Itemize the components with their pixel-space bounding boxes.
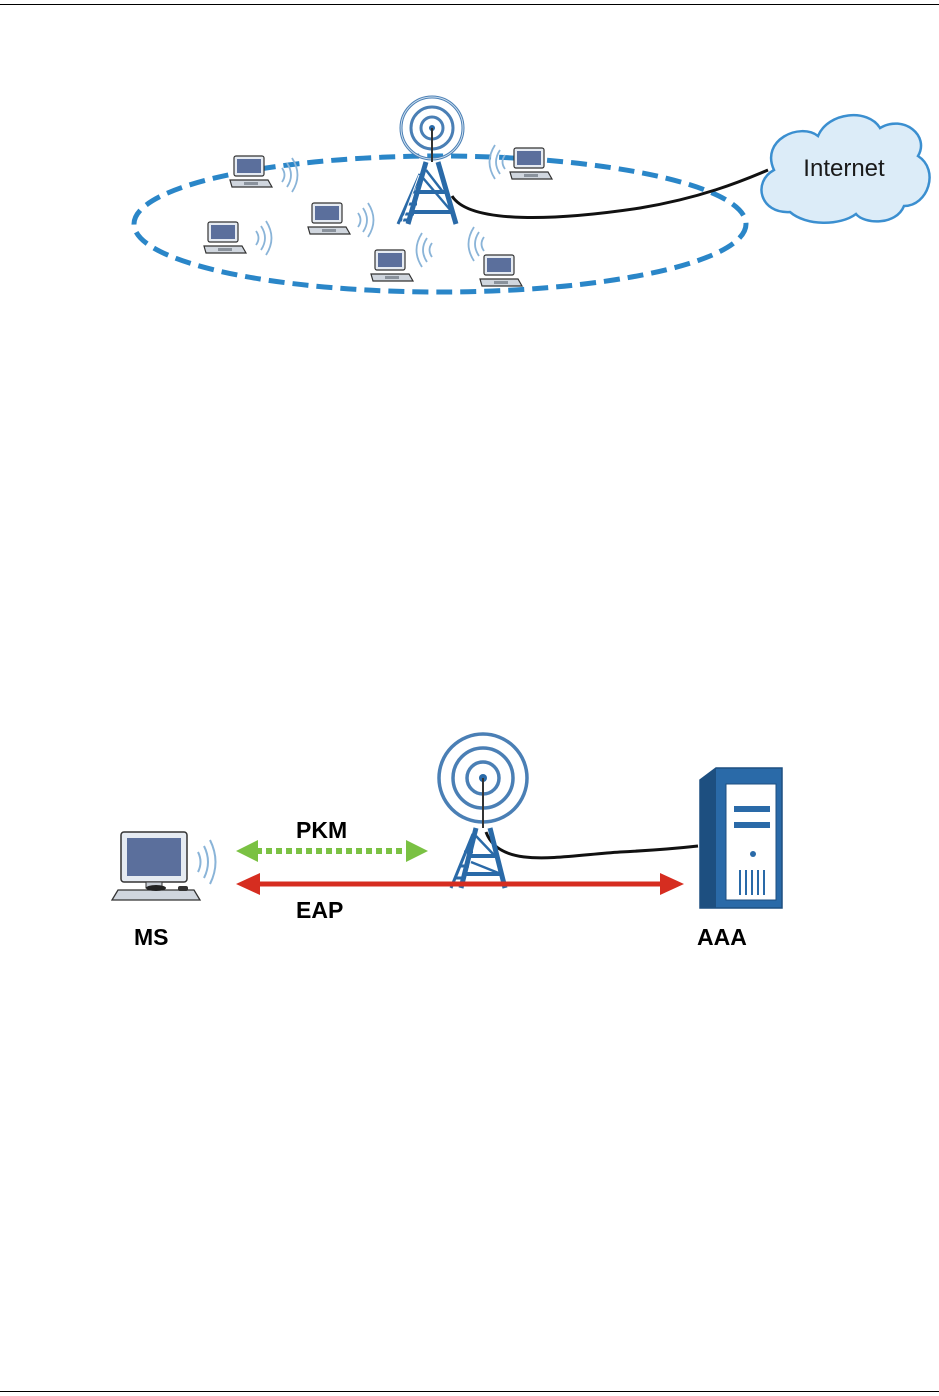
laptop-icon bbox=[230, 156, 298, 192]
footer-rule bbox=[0, 1391, 939, 1392]
laptop-icon bbox=[308, 203, 374, 237]
tower-icon bbox=[439, 734, 527, 888]
ms-computer-icon bbox=[112, 832, 216, 900]
laptop-icon bbox=[490, 145, 553, 179]
laptop-icon bbox=[204, 221, 272, 255]
pkm-arrow bbox=[236, 840, 428, 862]
laptop-icon bbox=[469, 227, 523, 286]
tower-icon bbox=[398, 97, 463, 224]
aaa-server-icon bbox=[700, 768, 782, 908]
eap-label: EAP bbox=[296, 897, 343, 923]
network-cable bbox=[452, 170, 768, 217]
aaa-label: AAA bbox=[697, 924, 747, 950]
ms-label: MS bbox=[134, 924, 169, 950]
eap-arrow bbox=[236, 873, 684, 895]
network-cable bbox=[486, 832, 698, 858]
internet-label: Internet bbox=[803, 155, 885, 182]
laptop-icon bbox=[371, 233, 432, 281]
internet-cloud-icon: Internet bbox=[761, 115, 929, 223]
pkm-label: PKM bbox=[296, 817, 347, 843]
authentication-diagram: PKM EAP MS AAA bbox=[0, 720, 939, 980]
network-coverage-diagram: Internet bbox=[0, 80, 939, 320]
header-rule bbox=[0, 4, 939, 5]
